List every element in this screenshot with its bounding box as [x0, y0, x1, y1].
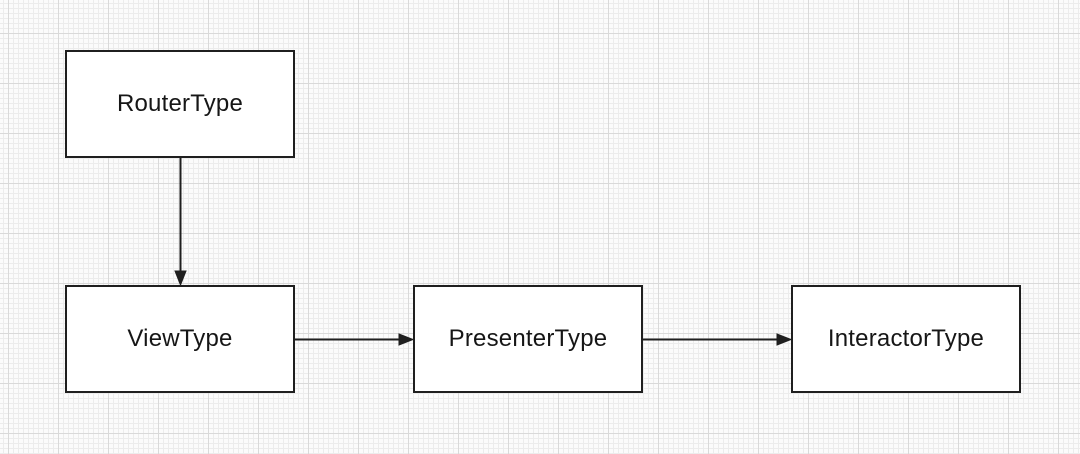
node-interactor-type[interactable]: InteractorType: [791, 285, 1021, 393]
edge-view-to-presenter[interactable]: [295, 333, 415, 346]
node-presenter-type[interactable]: PresenterType: [413, 285, 643, 393]
arrowhead-right-icon: [776, 333, 793, 346]
edge-router-to-view[interactable]: [174, 158, 187, 287]
node-label: PresenterType: [448, 325, 608, 352]
node-label: ViewType: [127, 325, 233, 352]
edge-presenter-to-interactor[interactable]: [643, 333, 793, 346]
node-label: RouterType: [116, 90, 244, 117]
node-view-type[interactable]: ViewType: [65, 285, 295, 393]
arrowhead-right-icon: [398, 333, 415, 346]
arrowhead-down-icon: [174, 270, 187, 287]
node-router-type[interactable]: RouterType: [65, 50, 295, 158]
node-label: InteractorType: [827, 325, 985, 352]
